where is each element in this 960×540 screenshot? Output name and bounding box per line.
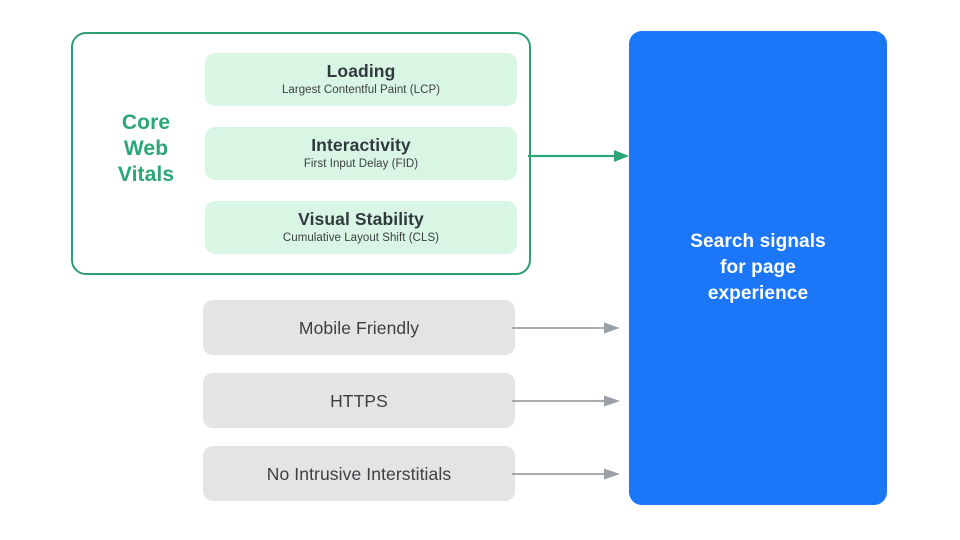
core-web-vitals-group: Core Web Vitals Loading Largest Contentf… bbox=[71, 32, 531, 275]
metric-subtitle: Cumulative Layout Shift (CLS) bbox=[282, 232, 440, 244]
metric-card-visual-stability: Visual Stability Cumulative Layout Shift… bbox=[205, 201, 517, 254]
signal-label: Mobile Friendly bbox=[298, 317, 420, 338]
signal-box-mobile-friendly: Mobile Friendly bbox=[203, 300, 515, 355]
metric-subtitle: Largest Contentful Paint (LCP) bbox=[281, 84, 441, 96]
arrow-https-to-outcome bbox=[512, 395, 620, 407]
arrow-no-intrusive-interstitials-to-outcome bbox=[512, 468, 620, 480]
arrow-core-web-vitals-to-outcome bbox=[528, 150, 629, 162]
metric-card-interactivity: Interactivity First Input Delay (FID) bbox=[205, 127, 517, 180]
signal-label: No Intrusive Interstitials bbox=[266, 463, 452, 484]
outcome-panel-label: Search signals for page experience bbox=[690, 231, 826, 304]
metric-title: Visual Stability bbox=[298, 209, 424, 229]
arrow-mobile-friendly-to-outcome bbox=[512, 322, 620, 334]
signal-box-https: HTTPS bbox=[203, 373, 515, 428]
metric-card-loading: Loading Largest Contentful Paint (LCP) bbox=[205, 53, 517, 106]
signal-box-no-intrusive-interstitials: No Intrusive Interstitials bbox=[203, 446, 515, 501]
metric-subtitle: First Input Delay (FID) bbox=[303, 158, 419, 170]
outcome-panel: Search signals for page experience bbox=[629, 31, 887, 505]
signal-label: HTTPS bbox=[330, 390, 388, 411]
core-web-vitals-group-label: Core Web Vitals bbox=[117, 111, 175, 186]
metric-title: Loading bbox=[326, 61, 396, 81]
metric-title: Interactivity bbox=[311, 135, 411, 155]
